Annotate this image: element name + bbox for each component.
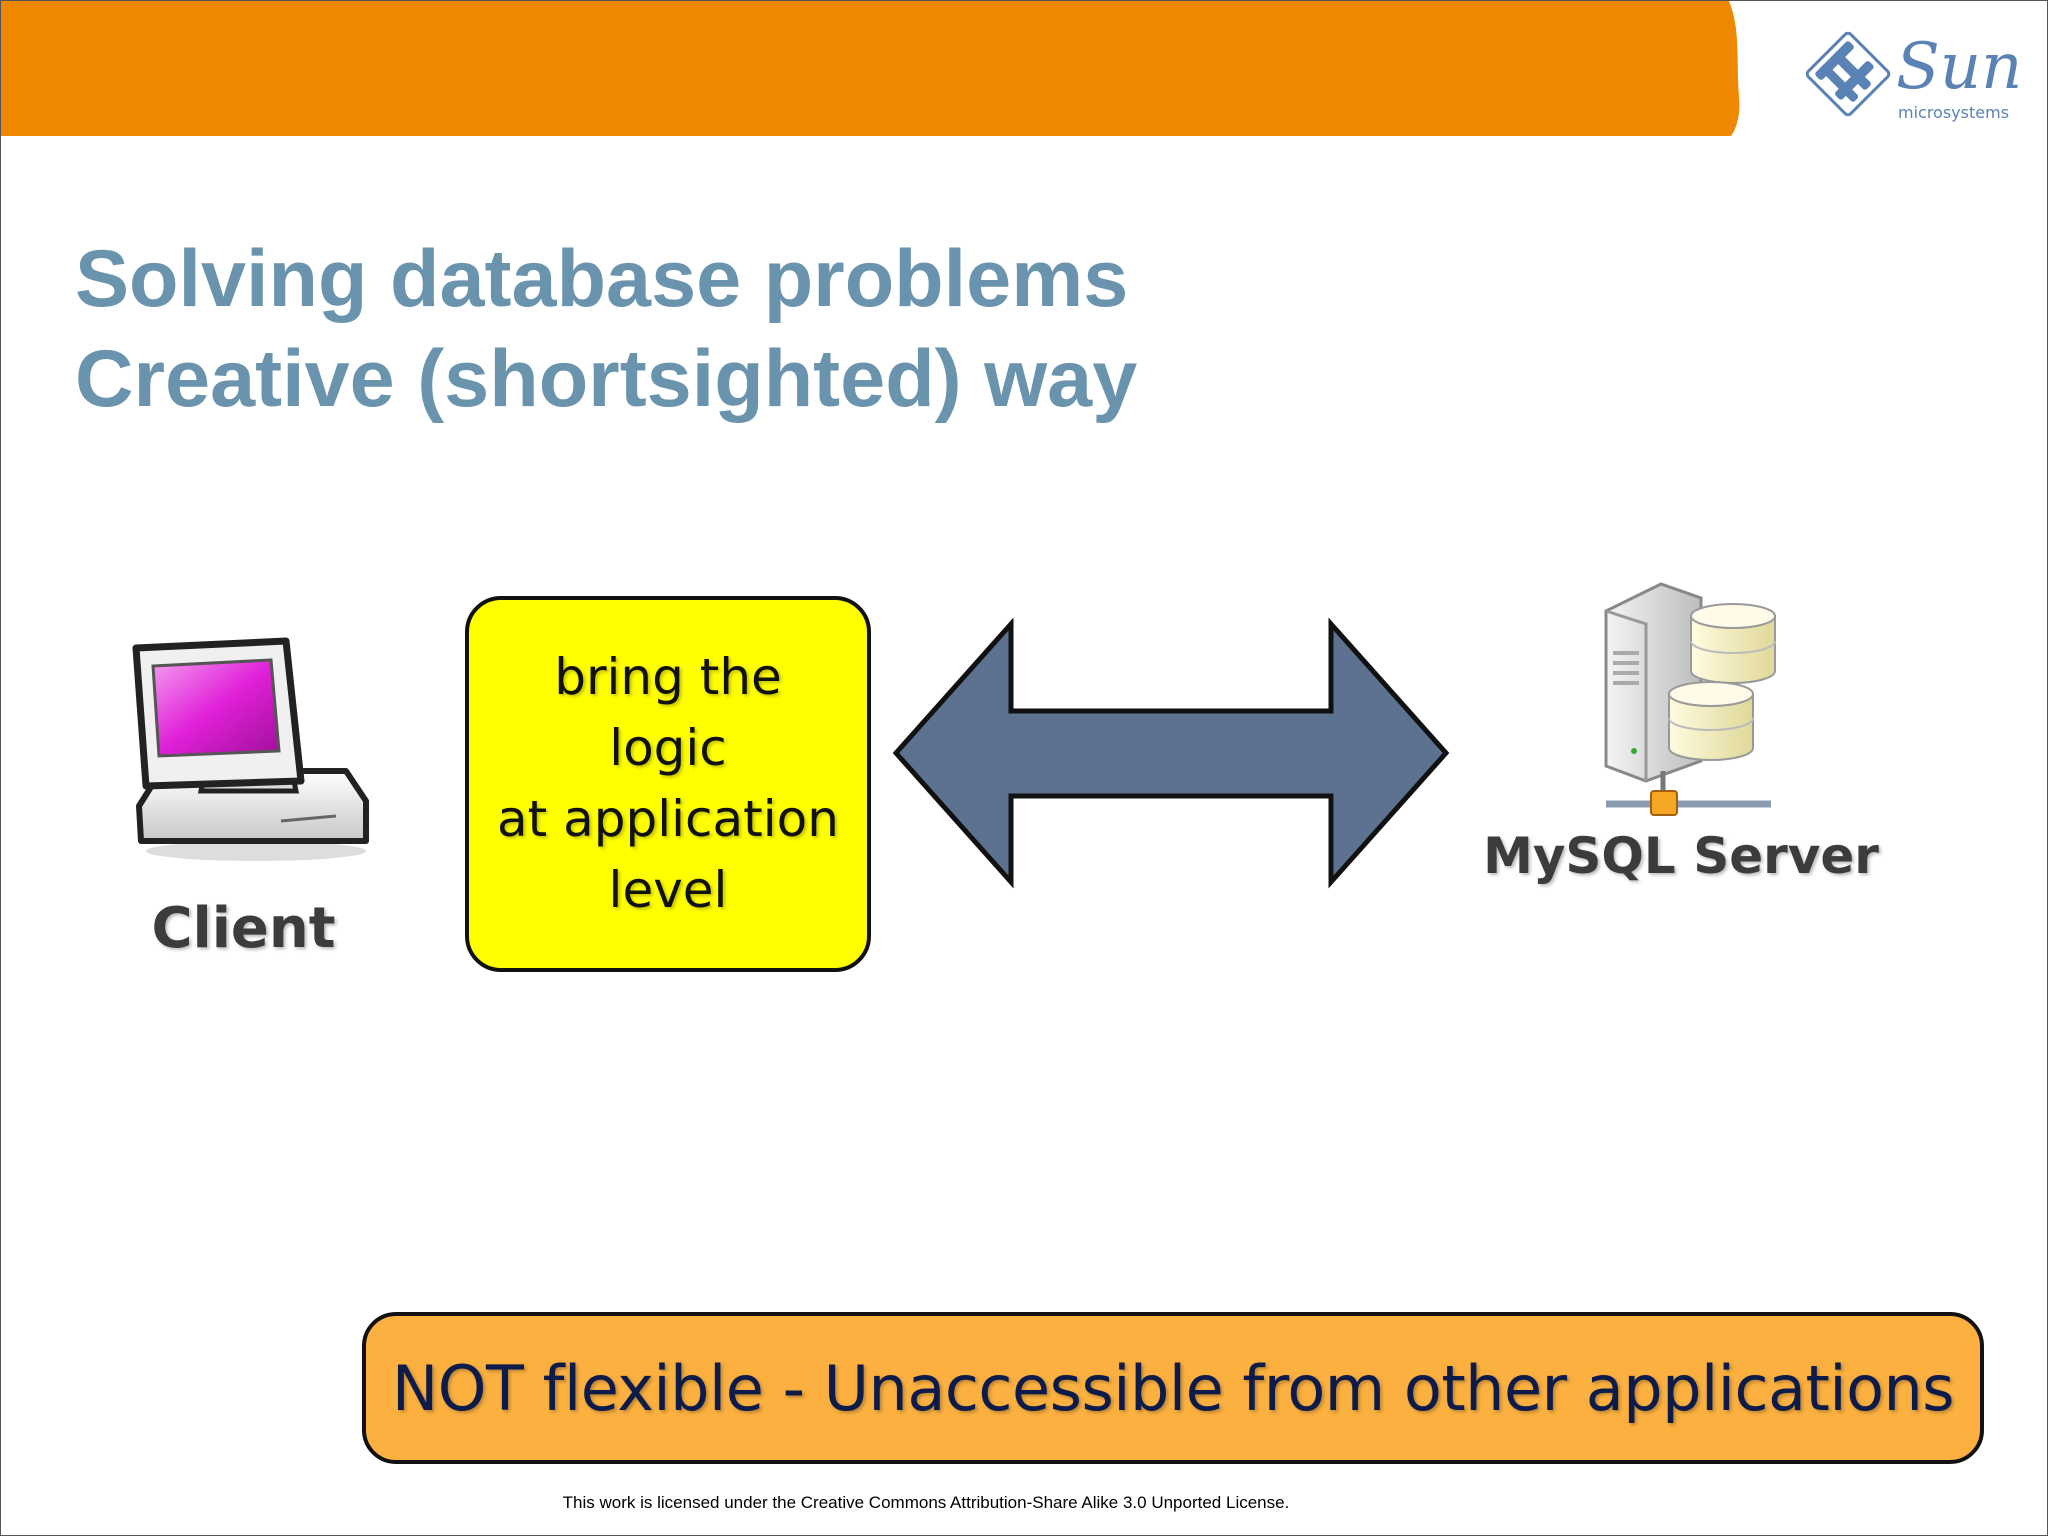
logic-line-1: bring the logic: [554, 648, 782, 777]
database-server-icon: [1604, 582, 1776, 816]
sun-logo-icon: Sun microsystems: [1805, 30, 2022, 122]
mysql-server-label: MySQL Server: [1483, 827, 1879, 885]
logic-line-3: level: [608, 861, 728, 919]
logic-box-text: bring the logic at application level: [488, 642, 848, 926]
header-banner: [1, 1, 1740, 136]
svg-text:microsystems: microsystems: [1898, 103, 2009, 122]
computer-icon: [132, 637, 369, 861]
slide-title: Solving database problems Creative (shor…: [75, 229, 1137, 429]
callout-box: NOT flexible - Unaccessible from other a…: [362, 1312, 1984, 1464]
sun-microsystems-logo: Sun microsystems: [1805, 26, 2031, 126]
title-line-2: Creative (shortsighted) way: [75, 334, 1138, 424]
callout-text: NOT flexible - Unaccessible from other a…: [391, 1351, 1955, 1425]
license-footer: This work is licensed under the Creative…: [562, 1493, 1290, 1512]
logic-box: bring the logic at application level: [465, 596, 871, 972]
client-label: Client: [151, 896, 336, 961]
title-line-1: Solving database problems: [75, 234, 1129, 324]
svg-text:Sun: Sun: [1896, 30, 2022, 104]
logic-line-2: at application: [497, 790, 839, 848]
double-headed-arrow: [892, 617, 1450, 889]
